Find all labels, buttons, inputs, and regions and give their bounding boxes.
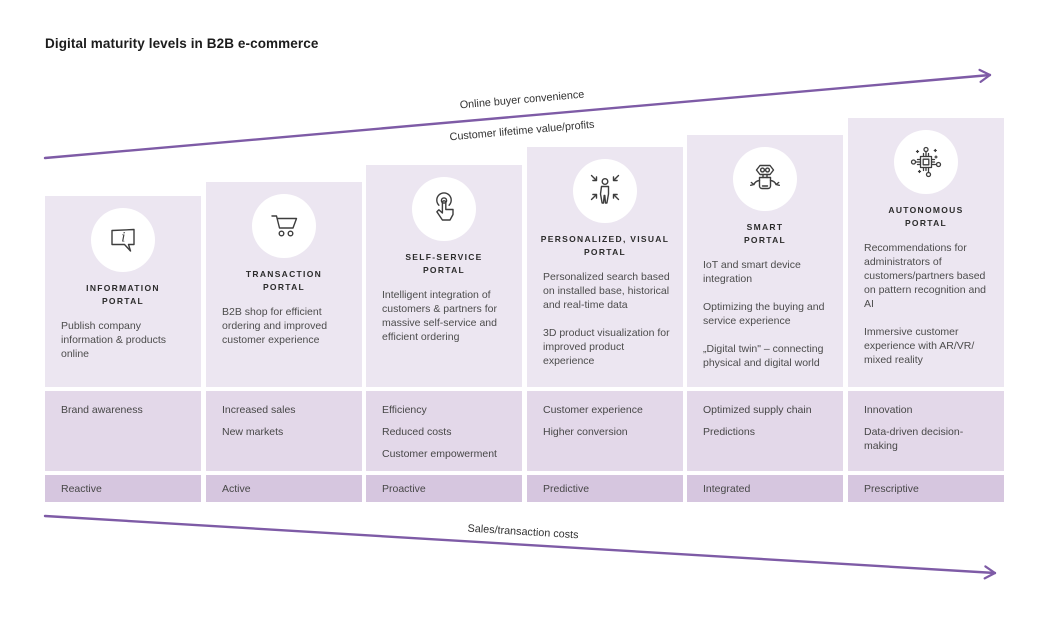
smart-portal-card: SMART PORTAL IoT and smart device integr…: [687, 135, 843, 387]
autonomous-portal-card: AUTONOMOUS PORTAL Recommendations for ad…: [848, 118, 1004, 387]
level-label: Proactive: [382, 482, 426, 495]
portal-title-line: PORTAL: [904, 218, 948, 229]
description-paragraph: Personalized search based on installed b…: [543, 271, 670, 312]
page-title: Digital maturity levels in B2B e-commerc…: [45, 36, 319, 51]
self-service-portal-icon: [412, 177, 476, 241]
description-paragraph: Recommendations for administrators of cu…: [864, 242, 987, 311]
portal-description: Personalized search based on installed b…: [527, 270, 683, 368]
portal-title-line: PORTAL: [422, 265, 466, 276]
column-personalized-visual-portal: PERSONALIZED, VISUAL PORTAL Personalized…: [527, 0, 683, 627]
portal-maturity-level: Predictive: [527, 475, 683, 502]
description-paragraph: Intelligent integration of customers & p…: [382, 289, 497, 344]
portal-benefits: Innovation Data-driven decision-making: [848, 391, 1004, 471]
level-label: Active: [222, 482, 251, 495]
portal-benefits: Optimized supply chain Predictions: [687, 391, 843, 471]
benefit-item: Predictions: [703, 426, 755, 438]
portal-benefits: Brand awareness: [45, 391, 201, 471]
benefit-item: Optimized supply chain: [703, 404, 812, 416]
benefit-item: Increased sales: [222, 404, 296, 416]
description-paragraph: 3D product visualization for improved pr…: [543, 327, 670, 368]
description-paragraph: Publish company information & products o…: [61, 320, 167, 361]
portal-description: Intelligent integration of customers & p…: [366, 288, 522, 344]
column-smart-portal: SMART PORTAL IoT and smart device integr…: [687, 0, 843, 627]
portal-title-line: SMART: [746, 222, 784, 232]
portal-title-line: PORTAL: [101, 296, 145, 307]
benefit-item: Brand awareness: [61, 404, 143, 416]
level-label: Prescriptive: [864, 482, 919, 495]
column-self-service-portal: SELF-SERVICE PORTAL Intelligent integrat…: [366, 0, 522, 627]
portal-title-line: TRANSACTION: [245, 269, 323, 279]
portal-title: SMART PORTAL: [687, 221, 843, 247]
portal-maturity-level: Prescriptive: [848, 475, 1004, 502]
information-portal-icon: i: [91, 208, 155, 272]
portal-description: B2B shop for efficient ordering and impr…: [206, 305, 362, 347]
self-service-portal-card: SELF-SERVICE PORTAL Intelligent integrat…: [366, 165, 522, 387]
portal-title-line: AUTONOMOUS: [888, 205, 964, 215]
portal-maturity-level: Proactive: [366, 475, 522, 502]
portal-maturity-level: Active: [206, 475, 362, 502]
level-label: Predictive: [543, 482, 590, 495]
portal-description: Publish company information & products o…: [45, 319, 201, 361]
benefit-item: Efficiency: [382, 404, 427, 416]
autonomous-portal-icon: [894, 130, 958, 194]
smart-portal-icon: [733, 147, 797, 211]
level-label: Integrated: [703, 482, 751, 495]
description-paragraph: IoT and smart device integration: [703, 259, 801, 286]
portal-title: AUTONOMOUS PORTAL: [848, 204, 1004, 230]
description-paragraph: B2B shop for efficient ordering and impr…: [222, 306, 328, 347]
portal-benefits: Efficiency Reduced costs Customer empowe…: [366, 391, 522, 471]
transaction-portal-icon: [252, 194, 316, 258]
portal-title-line: PORTAL: [743, 235, 787, 246]
benefit-item: Reduced costs: [382, 426, 452, 438]
column-information-portal: i INFORMATION PORTAL Publish company inf…: [45, 0, 201, 627]
portal-maturity-level: Reactive: [45, 475, 201, 502]
portal-title: TRANSACTION PORTAL: [206, 268, 362, 294]
portal-title-line: PORTAL: [262, 282, 306, 293]
portal-title: PERSONALIZED, VISUAL PORTAL: [527, 233, 683, 259]
svg-text:i: i: [121, 231, 125, 246]
benefit-item: Customer empowerment: [382, 448, 497, 460]
portal-title-line: SELF-SERVICE: [405, 252, 483, 262]
column-transaction-portal: TRANSACTION PORTAL B2B shop for efficien…: [206, 0, 362, 627]
portal-title-line: PERSONALIZED, VISUAL: [540, 234, 670, 244]
portal-description: Recommendations for administrators of cu…: [848, 241, 1004, 367]
portal-title-line: PORTAL: [583, 247, 627, 258]
benefit-item: Customer experience: [543, 404, 643, 416]
transaction-portal-card: TRANSACTION PORTAL B2B shop for efficien…: [206, 182, 362, 387]
benefit-item: New markets: [222, 426, 284, 438]
portal-maturity-level: Integrated: [687, 475, 843, 502]
description-paragraph: „Digital twin" – connecting physical and…: [703, 343, 824, 370]
portal-benefits: Customer experience Higher conversion: [527, 391, 683, 471]
description-paragraph: Optimizing the buying and service experi…: [703, 301, 825, 328]
information-portal-card: i INFORMATION PORTAL Publish company inf…: [45, 196, 201, 387]
portal-title: SELF-SERVICE PORTAL: [366, 251, 522, 277]
level-label: Reactive: [61, 482, 102, 495]
description-paragraph: Immersive customer experience with AR/VR…: [864, 326, 975, 367]
benefit-item: Data-driven decision-making: [864, 426, 964, 452]
portal-benefits: Increased sales New markets: [206, 391, 362, 471]
personalized-visual-portal-card: PERSONALIZED, VISUAL PORTAL Personalized…: [527, 147, 683, 387]
benefit-item: Innovation: [864, 404, 913, 416]
portal-description: IoT and smart device integration Optimiz…: [687, 258, 843, 370]
column-autonomous-portal: AUTONOMOUS PORTAL Recommendations for ad…: [848, 0, 1004, 627]
portal-title-line: INFORMATION: [86, 283, 160, 293]
portal-title: INFORMATION PORTAL: [45, 282, 201, 308]
benefit-item: Higher conversion: [543, 426, 628, 438]
personalized-visual-portal-icon: [573, 159, 637, 223]
